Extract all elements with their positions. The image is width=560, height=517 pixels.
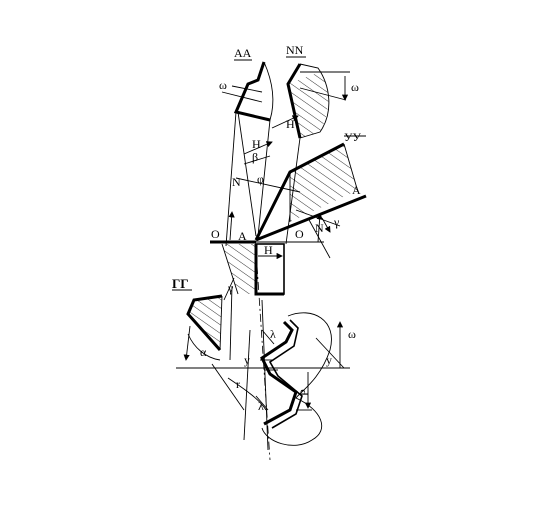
helix-profile-inner — [268, 319, 303, 429]
guide-right — [285, 137, 301, 245]
section-gg-hatch — [190, 296, 222, 350]
section-aa-omega-label: ω — [219, 78, 227, 92]
section-nn-hatch — [288, 72, 329, 138]
ray-left-2 — [257, 119, 271, 237]
alpha-label: α — [200, 345, 207, 359]
alpha-arc — [187, 333, 221, 361]
section-aa-omega-line-2 — [231, 85, 263, 93]
section-yy-a-label: А — [352, 183, 361, 197]
section-gg-gamma-label: γ — [227, 281, 234, 295]
n-label-left: N — [232, 175, 241, 189]
r-radius-line — [211, 363, 245, 411]
h-box — [255, 243, 285, 295]
guide-lines — [225, 111, 301, 247]
n-line — [235, 177, 301, 193]
a-label-base: А — [238, 229, 247, 243]
section-nn: NN ω H — [271, 43, 359, 139]
section-gg-edge — [219, 295, 223, 351]
r-arc — [227, 377, 267, 411]
helix-section: у у ω λ λ r Р — [176, 299, 356, 451]
section-gg: ГГ γ α — [172, 276, 235, 361]
n-right-arrow — [321, 217, 331, 233]
guide-left — [225, 111, 237, 247]
section-gg-vertical — [229, 285, 233, 361]
section-nn-label: NN — [286, 43, 304, 57]
beta-annotation: H β — [237, 111, 273, 237]
o-arrow-left — [228, 211, 235, 241]
beta-label: β — [252, 150, 258, 164]
axis-vertical-1 — [261, 299, 269, 451]
section-yy-base-edge — [255, 194, 367, 242]
section-nn-h-arrow — [271, 115, 299, 129]
lambda-label-upper: λ — [270, 327, 276, 341]
omega-label-lower: ω — [348, 327, 356, 341]
section-gg-profile — [186, 294, 223, 351]
o-label-left: О — [211, 227, 220, 241]
section-yy-label: УУ — [344, 130, 361, 144]
phi-label: φ — [257, 172, 264, 186]
omega-lower-line — [315, 337, 345, 369]
gamma-label-right: γ — [333, 215, 340, 229]
section-yy: УУ А N φ N γ — [232, 130, 367, 259]
alpha-arrow — [183, 325, 191, 361]
section-nn-omega-label: ω — [351, 80, 359, 94]
section-aa: АА ω — [219, 46, 274, 122]
base-hatch — [222, 244, 256, 294]
section-aa-omega-line — [221, 91, 263, 103]
y-label-right: у — [326, 353, 332, 367]
helix-profile — [260, 320, 298, 426]
section-nn-omega-line-2 — [299, 87, 347, 101]
y-label-left: у — [244, 353, 250, 367]
o-arrow-right — [316, 213, 323, 243]
base-left-edge — [221, 243, 239, 295]
h-box-label: H — [264, 243, 273, 257]
section-aa-profile — [233, 61, 271, 122]
r-label: r — [236, 377, 240, 391]
helix-outline-curve — [261, 312, 332, 446]
section-nn-outline — [299, 63, 330, 139]
section-gg-gamma-line — [223, 277, 235, 301]
section-yy-right-edge — [343, 143, 359, 193]
section-gg-label: ГГ — [172, 276, 189, 291]
base-oo: О О А H — [210, 211, 324, 461]
section-aa-edge — [263, 61, 274, 121]
lambda-upper-line — [261, 329, 275, 345]
axis-centre-line — [255, 249, 271, 461]
n-label-right: N — [315, 221, 324, 235]
lambda-label-lower: λ — [258, 399, 264, 413]
beta-line — [243, 155, 271, 165]
h-label-mid: H — [252, 137, 261, 151]
ray-left-1 — [237, 111, 257, 237]
h-arrow-mid — [243, 141, 273, 155]
yy-diagonal — [307, 217, 331, 259]
section-aa-label: АА — [234, 46, 252, 60]
p-label: Р — [297, 389, 311, 396]
o-label-right: О — [295, 227, 304, 241]
axis-vertical-2 — [243, 329, 251, 441]
section-nn-h-label: H — [286, 117, 295, 131]
